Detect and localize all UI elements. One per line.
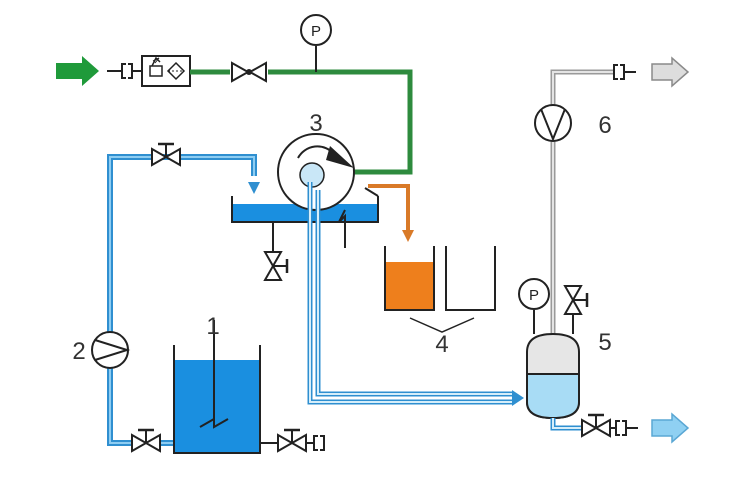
separator-number-label: 5 bbox=[598, 329, 611, 356]
rotor-number-label: 3 bbox=[309, 110, 322, 137]
separator-outlet-line bbox=[550, 418, 582, 431]
outlet-arrow-icon bbox=[651, 412, 690, 444]
flow-arrow-icon bbox=[402, 230, 414, 242]
gauge-label: P bbox=[311, 23, 321, 40]
rotor-drum bbox=[277, 133, 355, 211]
separator-vessel bbox=[526, 332, 580, 420]
tank-number-label: 1 bbox=[206, 313, 219, 340]
collectors-number-label: 4 bbox=[435, 331, 448, 358]
drain-coupling-icon bbox=[306, 435, 325, 451]
product-line bbox=[368, 184, 414, 242]
filter-regulator-icon bbox=[141, 55, 191, 87]
liquid-supply-line bbox=[107, 154, 260, 446]
vacuum-pump-icon bbox=[534, 104, 572, 142]
ball-valve-icon bbox=[263, 251, 289, 281]
collector-filled bbox=[384, 246, 435, 311]
inlet-arrow-icon bbox=[56, 56, 99, 86]
outlet-arrow-icon bbox=[651, 56, 690, 88]
pump-number-label: 2 bbox=[72, 338, 85, 365]
pressure-gauge-icon: P bbox=[300, 14, 332, 46]
vacuum-pump-number-label: 6 bbox=[598, 112, 611, 139]
ball-valve-icon bbox=[151, 142, 181, 167]
trough bbox=[231, 187, 379, 248]
ball-valve-icon bbox=[563, 285, 589, 315]
inlet-coupling-icon bbox=[107, 63, 133, 79]
pressure-gauge-icon: P bbox=[518, 278, 550, 310]
outlet-coupling-icon bbox=[613, 64, 636, 80]
collectors-leader bbox=[409, 317, 475, 333]
ball-valve-icon bbox=[277, 428, 307, 453]
collector-empty bbox=[445, 246, 496, 311]
vacuum-line bbox=[550, 69, 614, 334]
rotor-outlet-lines bbox=[307, 182, 524, 406]
check-valve-icon bbox=[231, 61, 267, 83]
pump-icon bbox=[91, 331, 131, 369]
gas-inlet-line: P bbox=[56, 14, 413, 175]
ball-valve-icon bbox=[581, 413, 611, 438]
feed-tank bbox=[173, 320, 261, 454]
gauge-label: P bbox=[529, 287, 539, 304]
flow-arrow-icon bbox=[248, 182, 260, 194]
outlet-coupling-icon bbox=[610, 420, 638, 436]
rotation-arrow-icon bbox=[326, 146, 354, 168]
ball-valve-icon bbox=[131, 428, 161, 453]
flow-arrow-icon bbox=[512, 390, 524, 406]
